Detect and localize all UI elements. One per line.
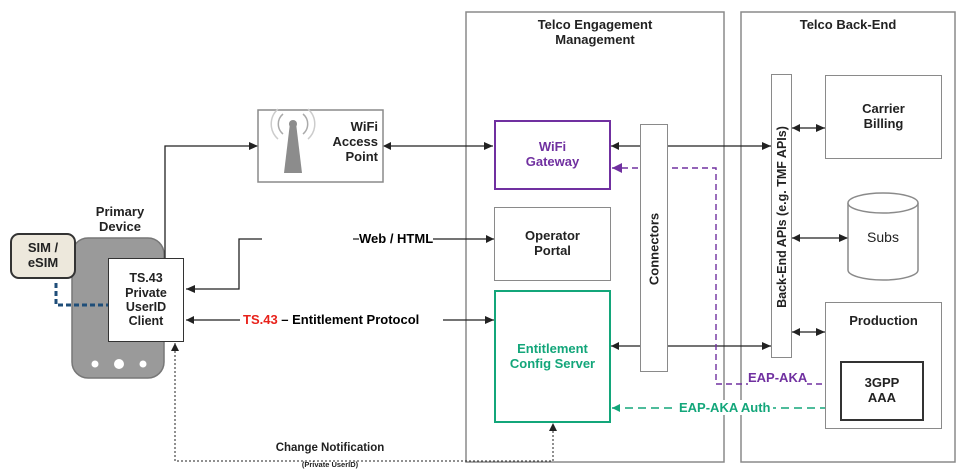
- backend-group-title: Telco Back-End: [799, 17, 897, 32]
- production-label: Production: [849, 313, 918, 328]
- operator-portal-box: Operator Portal: [494, 207, 611, 281]
- web-line-left: [186, 238, 262, 293]
- change-notification-label: Change Notification: [275, 442, 385, 454]
- subs-label: Subs: [867, 229, 899, 245]
- aaa-box: 3GPP AAA: [840, 361, 924, 421]
- ts43-protocol-label: TS.43 – Entitlement Protocol: [243, 312, 420, 327]
- sim-card: SIM / eSIM: [10, 233, 76, 279]
- subs-cylinder-top: [847, 192, 919, 214]
- carrier-billing-box: Carrier Billing: [825, 75, 942, 159]
- phone-button-right: [139, 360, 147, 368]
- backend-apis-bar: Back-End APIs (e.g. TMF APIs): [771, 74, 792, 358]
- phone-button-left: [91, 360, 99, 368]
- eap-aka-label: EAP-AKA: [748, 370, 808, 385]
- sim-link: [54, 283, 108, 307]
- web-html-label: Web / HTML: [359, 231, 434, 246]
- connectors-bar: Connectors: [640, 124, 668, 372]
- signal-wave-right-icon: [302, 113, 309, 135]
- ts43-client-box: TS.43 Private UserID Client: [108, 258, 184, 342]
- ts43-label-rest: – Entitlement Protocol: [277, 312, 420, 327]
- device-to-ap-line: [164, 142, 258, 258]
- signal-wave-left-icon: [277, 113, 284, 135]
- eap-aka-auth-label: EAP-AKA Auth: [676, 400, 774, 415]
- wifi-ap-label: WiFi Access Point: [332, 119, 378, 164]
- change-notification-line: [174, 343, 554, 462]
- wifi-gateway-box: WiFi Gateway: [494, 120, 611, 190]
- change-notification-sublabel: (Private UserID): [301, 460, 359, 469]
- antenna-icon: [284, 123, 302, 173]
- subs-cylinder: [847, 203, 919, 281]
- backend-group-frame: [740, 11, 956, 463]
- connectors-label: Connectors: [646, 212, 662, 286]
- device-title: Primary Device: [95, 204, 145, 234]
- phone-button-center: [114, 359, 124, 369]
- engagement-group-title: Telco Engagement Management: [537, 17, 653, 47]
- entitlement-server-box: Entitlement Config Server: [494, 290, 611, 423]
- backend-apis-label: Back-End APIs (e.g. TMF APIs): [774, 126, 789, 308]
- engagement-group-frame: [465, 11, 725, 463]
- ts43-label-red: TS.43: [243, 312, 278, 327]
